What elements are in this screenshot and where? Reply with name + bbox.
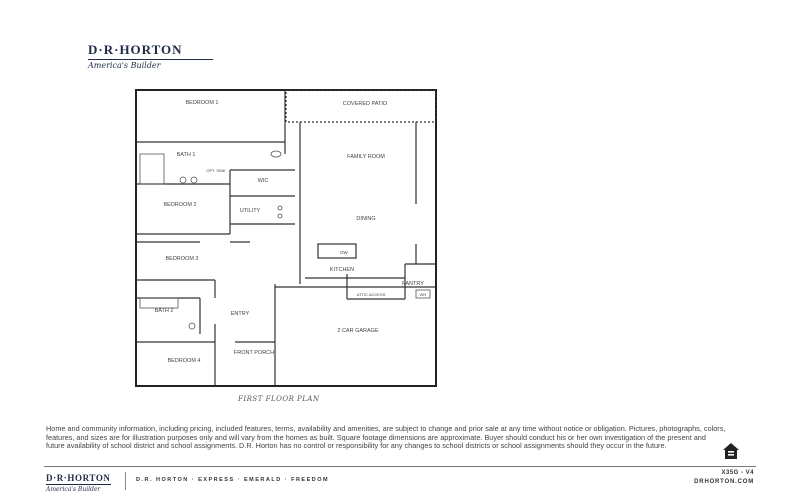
label-front-porch: FRONT PORCH (234, 350, 274, 356)
label-bedroom-1: BEDROOM 1 (185, 100, 218, 106)
label-wic: WIC (258, 178, 269, 184)
label-garage: 2 CAR GARAGE (337, 328, 379, 334)
label-pantry: PANTRY (402, 281, 424, 287)
label-bedroom-3: BEDROOM 3 (165, 256, 198, 262)
plan-caption: FIRST FLOOR PLAN (238, 395, 320, 403)
label-covered-patio: COVERED PATIO (343, 101, 388, 107)
brand-name: D·R·HORTON (88, 42, 213, 60)
label-kitchen: KITCHEN (330, 267, 354, 273)
label-bedroom-2: BEDROOM 2 (163, 202, 196, 208)
footer-brand-name: D·R·HORTON (46, 473, 111, 485)
footer-brand-tagline: America's Builder (46, 486, 101, 493)
brand-tagline: America's Builder (88, 61, 161, 70)
footer-separator (125, 472, 126, 490)
label-wh: WH (420, 292, 427, 297)
label-dw: DW (340, 250, 348, 255)
footer-divider (44, 466, 756, 467)
label-attic-access: ATTIC ACCESS (357, 292, 386, 297)
label-entry: ENTRY (231, 311, 250, 317)
label-family-room: FAMILY ROOM (347, 154, 385, 160)
website-link[interactable]: DRHORTON.COM (694, 479, 754, 485)
label-opt-sink: OPT. SINK (206, 168, 226, 173)
label-utility: UTILITY (240, 208, 261, 214)
label-bath-1: BATH 1 (177, 152, 196, 158)
footer-brands: D.R. HORTON · EXPRESS · EMERALD · FREEDO… (136, 477, 330, 483)
label-dining: DINING (356, 216, 375, 222)
label-bath-2: BATH 2 (155, 308, 174, 314)
plan-code: X35G - V4 (721, 470, 754, 476)
drhorton-footer-logo: D·R·HORTON America's Builder (46, 473, 111, 493)
drhorton-logo: D·R·HORTON America's Builder (88, 42, 213, 70)
disclaimer-text: Home and community information, includin… (46, 424, 726, 451)
floor-plan: BEDROOM 1 COVERED PATIO BATH 1 OPT. SINK… (135, 89, 437, 387)
patio-outline (285, 89, 437, 123)
equal-housing-opportunity-icon (723, 443, 739, 459)
label-bedroom-4: BEDROOM 4 (167, 358, 200, 364)
